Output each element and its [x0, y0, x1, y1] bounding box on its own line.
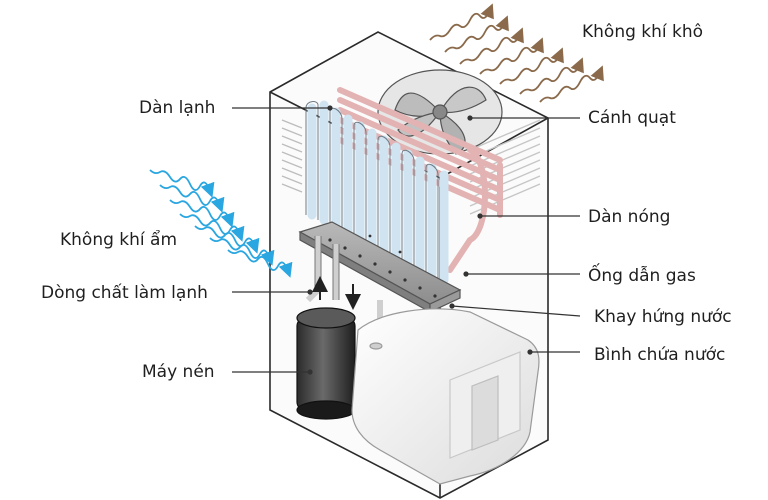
cold-coil-outline — [305, 101, 439, 280]
label-water-tank: Bình chứa nước — [594, 345, 726, 365]
leader-lines — [232, 105, 581, 375]
vent-grille — [281, 119, 303, 193]
flow-arrows — [312, 276, 361, 310]
cold-coil — [307, 100, 449, 285]
compressor — [296, 307, 356, 420]
water-tank — [351, 308, 540, 485]
label-drip-tray: Khay hứng nước — [594, 307, 732, 327]
label-refrigerant-flow: Dòng chất làm lạnh — [41, 283, 208, 303]
label-fan: Cánh quạt — [588, 108, 676, 128]
label-dry-air: Không khí khô — [582, 22, 704, 42]
label-cold-coil: Dàn lạnh — [139, 98, 216, 118]
label-gas-pipe: Ống dẫn gas — [588, 266, 696, 286]
water-drops — [328, 234, 437, 298]
label-hot-coil: Dàn nóng — [588, 207, 671, 227]
humid-air-waves — [149, 169, 293, 278]
label-compressor: Máy nén — [142, 362, 215, 382]
label-humid-air: Không khí ẩm — [60, 230, 178, 250]
hot-coil — [337, 87, 503, 273]
dry-air-waves — [429, 3, 604, 103]
